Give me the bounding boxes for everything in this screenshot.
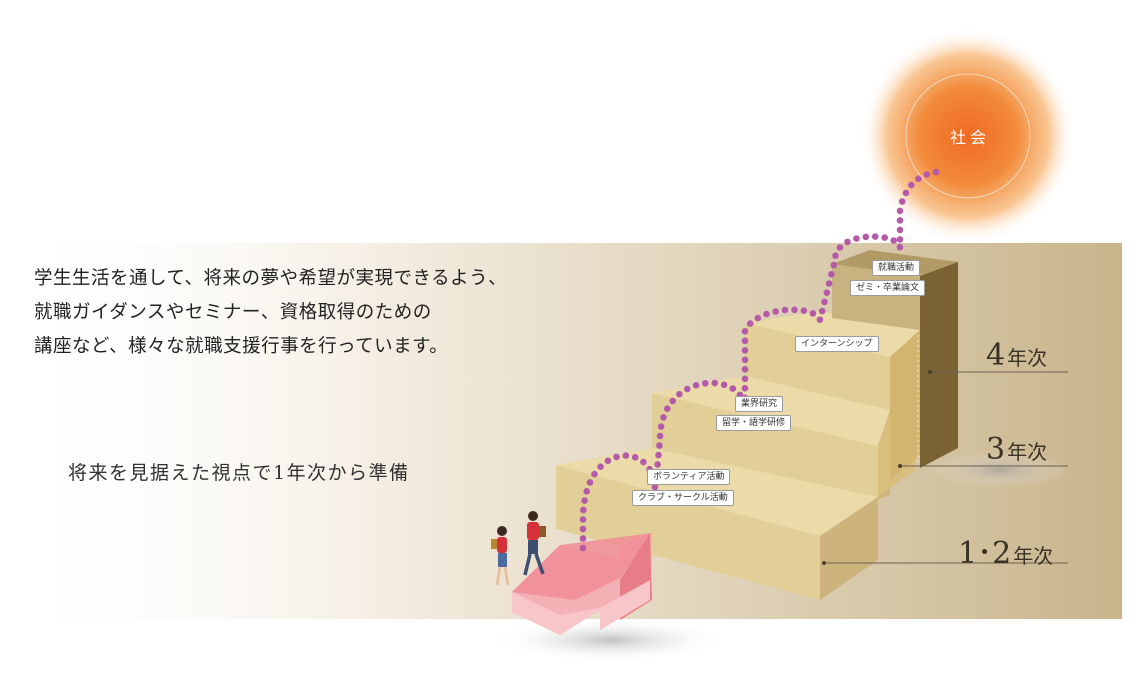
intro-line-1: 学生生活を通して、将来の夢や希望が実現できるよう、	[34, 262, 594, 296]
path-dot	[837, 244, 844, 251]
path-dot	[712, 380, 719, 387]
path-dot	[742, 328, 749, 335]
tag-volunteer: ボランティア活動	[647, 469, 730, 485]
path-dot	[897, 227, 904, 234]
path-dot	[632, 454, 639, 461]
path-dot	[899, 198, 906, 205]
path-dot	[583, 488, 590, 495]
path-dot	[669, 398, 676, 405]
path-dot	[664, 405, 671, 412]
path-dot	[623, 452, 630, 459]
tag-study-abroad: 留学・語学研修	[716, 415, 791, 431]
slogan-text: 将来を見据えた視点で1年次から準備	[68, 458, 410, 485]
tag-job-hunting: 就職活動	[872, 260, 920, 276]
path-dot	[933, 169, 940, 176]
path-dot	[721, 382, 728, 389]
path-dot	[587, 479, 594, 486]
goal-label: 社会	[925, 124, 1015, 148]
path-dot	[580, 535, 587, 542]
path-dot	[853, 235, 860, 242]
path-dot	[863, 234, 870, 241]
tag-seminar-thesis: ゼミ・卒業論文	[850, 280, 925, 296]
path-dot	[755, 315, 762, 322]
path-dot	[658, 423, 665, 430]
year-12-unit: 年次	[1013, 544, 1053, 568]
intro-text: 学生生活を通して、将来の夢や希望が実現できるよう、 就職ガイダンスやセミナー、資…	[34, 262, 594, 364]
year-4-number: 4	[986, 338, 1005, 373]
path-dot	[742, 366, 749, 373]
tag-club-circle: クラブ・サークル活動	[632, 490, 734, 506]
shadow-bottom	[490, 618, 730, 662]
path-dot	[742, 338, 749, 345]
path-dot	[832, 252, 839, 259]
tag-industry-research: 業界研究	[735, 396, 783, 412]
path-dot	[657, 433, 664, 440]
path-dot	[580, 545, 587, 552]
intro-line-3: 講座など、様々な就職支援行事を行っています。	[34, 330, 594, 364]
year-4-unit: 年次	[1007, 346, 1047, 370]
path-dot	[824, 289, 831, 296]
path-dot	[817, 316, 824, 323]
path-dot	[581, 497, 588, 504]
tag-internship: インターンシップ	[795, 336, 879, 352]
path-dot	[828, 271, 835, 278]
path-dot	[730, 385, 737, 392]
path-dot	[844, 239, 851, 246]
path-dot	[772, 308, 779, 315]
path-dot	[580, 516, 587, 523]
path-dot	[676, 391, 683, 398]
year-12-number: 1･2	[958, 536, 1011, 571]
path-dot	[654, 461, 661, 468]
path-dot	[819, 308, 826, 315]
path-dot	[903, 190, 910, 197]
path-dot	[640, 459, 647, 466]
path-dot	[826, 280, 833, 287]
path-dot	[830, 262, 837, 269]
path-dot	[881, 234, 888, 241]
path-dot	[693, 382, 700, 389]
step4-side	[920, 262, 958, 468]
path-dot	[684, 386, 691, 393]
path-dot	[897, 236, 904, 243]
path-dot	[656, 442, 663, 449]
path-dot	[791, 307, 798, 314]
path-dot	[897, 244, 904, 251]
path-dot	[810, 310, 817, 317]
path-dot	[655, 452, 662, 459]
path-dot	[763, 311, 770, 318]
path-dot	[742, 357, 749, 364]
path-dot	[915, 176, 922, 183]
path-dot	[742, 385, 749, 392]
year-3-unit: 年次	[1007, 440, 1047, 464]
path-dot	[782, 307, 789, 314]
path-dot	[890, 237, 897, 244]
path-dot	[908, 182, 915, 189]
path-dot	[580, 526, 587, 533]
path-dot	[897, 208, 904, 215]
path-dot	[660, 414, 667, 421]
path-dot	[605, 458, 612, 465]
path-dot	[747, 320, 754, 327]
path-dot	[872, 233, 879, 240]
path-dot	[897, 217, 904, 224]
path-dot	[742, 376, 749, 383]
intro-line-2: 就職ガイダンスやセミナー、資格取得のための	[34, 296, 594, 330]
path-dot	[580, 507, 587, 514]
path-dot	[702, 380, 709, 387]
path-dot	[821, 299, 828, 306]
path-dot	[591, 471, 598, 478]
path-dot	[613, 454, 620, 461]
year-3-number: 3	[986, 432, 1005, 467]
path-dot	[597, 463, 604, 470]
path-dot	[742, 347, 749, 354]
path-dot	[924, 171, 931, 178]
path-dot	[801, 307, 808, 314]
